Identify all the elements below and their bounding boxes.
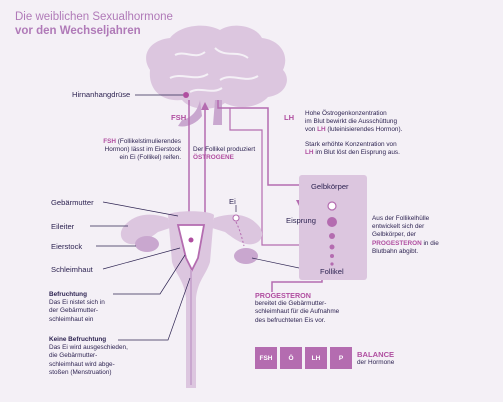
lh-desc2-abbr: LH [305, 148, 314, 156]
ovary-left [135, 236, 159, 252]
lh-desc1-abbr: LH [317, 126, 326, 134]
gelbkoerper-description: Aus der Follikelhülle entwickelt sich de… [372, 215, 439, 256]
progesteron-title: PROGESTERON [255, 291, 311, 300]
keine-line3: schleimhaut wird abge- [49, 360, 115, 368]
fsh-desc-line3: ein Ei (Follikel) reifen. [119, 154, 181, 162]
lh-desc2-line2-post: im Blut löst den Eisprung aus. [315, 148, 400, 156]
progesteron-line2: schleimhaut für die Aufnahme [255, 308, 340, 316]
label-lh-arrow: LH [284, 113, 295, 122]
lh-description: Hohe Östrogenkonzentration im Blut bewir… [305, 110, 402, 157]
gelb-desc-line4-post: in die [423, 239, 439, 247]
lh-desc2-line1: Stark erhöhte Konzentration von [305, 140, 397, 148]
balance-legend: BALANCE der Hormone [357, 350, 394, 367]
gelb-desc-line5: Blutbahn abgibt. [372, 247, 419, 255]
balance-box-oestrogen: Ö [280, 347, 302, 369]
befruchtung-block: Befruchtung Das Ei nistet sich in der Ge… [49, 291, 105, 324]
balance-title: BALANCE [357, 350, 395, 359]
label-ei: Ei [229, 197, 236, 206]
befruchtung-line2: der Gebärmutter- [49, 307, 99, 315]
label-follikel: Follikel [320, 267, 344, 276]
balance-subtitle: der Hormone [357, 359, 395, 366]
brain-illustration [146, 25, 287, 127]
balance-box-progesteron: P [330, 347, 352, 369]
keine-line4: stoßen (Menstruation) [49, 368, 112, 376]
befruchtung-title: Befruchtung [49, 291, 87, 298]
gelb-desc-line1: Aus der Follikelhülle [372, 215, 430, 222]
title-line2: vor den Wechseljahren [15, 25, 141, 37]
label-eileiter: Eileiter [51, 222, 75, 231]
uterus-illustration [120, 211, 263, 388]
label-eisprung: Eisprung [286, 216, 316, 225]
fsh-desc-line2: Hormon) lässt im Eierstock [104, 146, 181, 154]
lh-desc1-line3-pre: von [305, 126, 316, 134]
keine-title: Keine Befruchtung [49, 336, 107, 343]
progesteron-line3: des befruchteten Eis vor. [255, 316, 326, 324]
gelbkoerper-panel [299, 175, 367, 280]
gelb-desc-line2: entwickelt sich der [372, 223, 425, 231]
pituitary-dot [183, 92, 189, 98]
lh-desc1-line2: im Blut bewirkt die Ausschüttung [305, 118, 397, 126]
keine-line2: die Gebärmutter- [49, 352, 98, 360]
befruchtung-line1: Das Ei nistet sich in [49, 299, 105, 307]
progesteron-description: PROGESTERON bereitet die Gebärmutter- sc… [255, 291, 340, 325]
label-schleimhaut: Schleimhaut [51, 265, 93, 274]
lh-desc1-line3-post: (luteinisierendes Hormon). [327, 126, 403, 134]
title-line1: Die weiblichen Sexualhormone [15, 11, 173, 23]
label-gelbkoerper: Gelbkörper [311, 182, 349, 191]
keine-befruchtung-block: Keine Befruchtung Das Ei wird ausgeschie… [49, 336, 128, 377]
lh-desc1-line1: Hohe Östrogenkonzentration [305, 110, 387, 117]
page-title: Die weiblichen Sexualhormone vor den Wec… [15, 10, 173, 38]
keine-line1: Das Ei wird ausgeschieden, [49, 344, 128, 352]
fsh-desc-line1: (Follikelstimulierendes [117, 138, 181, 145]
balance-box-lh: LH [305, 347, 327, 369]
gelb-desc-line3: Gelbkörper, der [372, 231, 417, 239]
label-eierstock: Eierstock [51, 242, 83, 251]
gelb-desc-progesteron: PROGESTERON [372, 239, 422, 247]
follikel-prod-line1: Der Follikel produziert [193, 146, 256, 153]
oestrogene-description: Der Follikel produziert ÖSTROGENE [193, 146, 255, 162]
progesteron-line1: bereitet die Gebärmutter- [255, 300, 327, 308]
oestrogene-label: ÖSTROGENE [193, 154, 234, 162]
fsh-desc-abbr: FSH [103, 138, 116, 145]
balance-box-fsh: FSH [255, 347, 277, 369]
label-gebaermutter: Gebärmutter [51, 198, 94, 207]
befruchtung-line3: schleimhaut ein [49, 315, 94, 323]
fsh-description: FSH (Follikelstimulierendes Hormon) läss… [85, 138, 181, 163]
ovary-right [234, 248, 258, 264]
label-hirnanhangdruese: Hirnanhangdrüse [72, 90, 131, 99]
label-fsh-arrow: FSH [171, 113, 187, 122]
